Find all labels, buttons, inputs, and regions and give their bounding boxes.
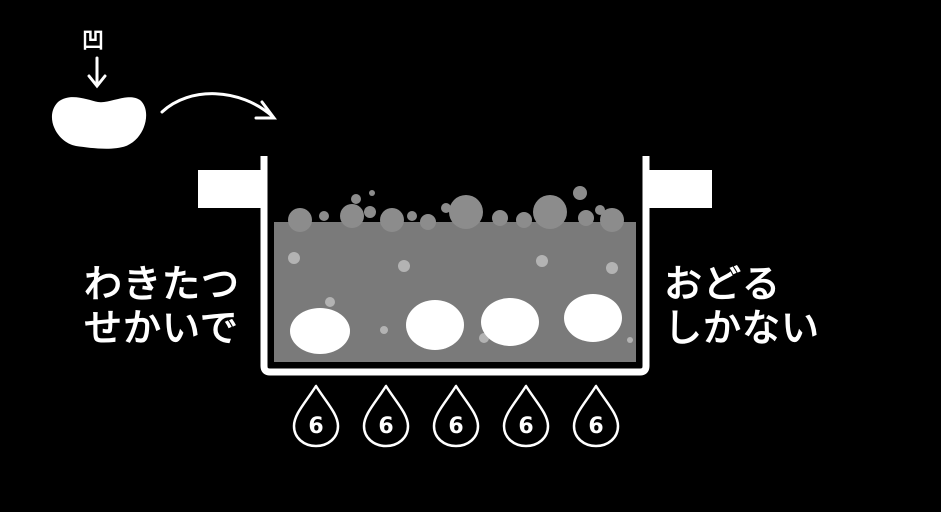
boiling-water	[274, 186, 636, 362]
flame-icon	[572, 384, 620, 448]
left-caption: わきたつ せかいで	[84, 262, 240, 350]
flame-icon	[292, 384, 340, 448]
right-caption-line2: しかない	[664, 306, 821, 350]
flame-glyph: 6	[518, 414, 533, 439]
left-caption-line2: せかいで	[84, 306, 239, 350]
down-arrow-icon	[87, 56, 107, 89]
flames	[292, 384, 620, 448]
bean-icon	[51, 97, 147, 149]
flame-glyph: 6	[308, 414, 323, 439]
pot-handle-left	[198, 170, 264, 208]
pot-outline	[260, 156, 650, 376]
flame-glyph: 6	[588, 414, 603, 439]
right-caption: おどる しかない	[664, 262, 820, 350]
left-caption-line1: わきたつ	[84, 262, 241, 306]
flame-icon	[502, 384, 550, 448]
curved-arrow-icon	[160, 92, 277, 120]
flame-glyph: 6	[448, 414, 463, 439]
pot-handle-right	[646, 170, 712, 208]
bean-dent-label: 凹	[82, 29, 105, 54]
right-caption-line1: おどる	[664, 262, 782, 306]
flame-icon	[432, 384, 480, 448]
flame-glyph: 6	[378, 414, 393, 439]
flame-icon	[362, 384, 410, 448]
